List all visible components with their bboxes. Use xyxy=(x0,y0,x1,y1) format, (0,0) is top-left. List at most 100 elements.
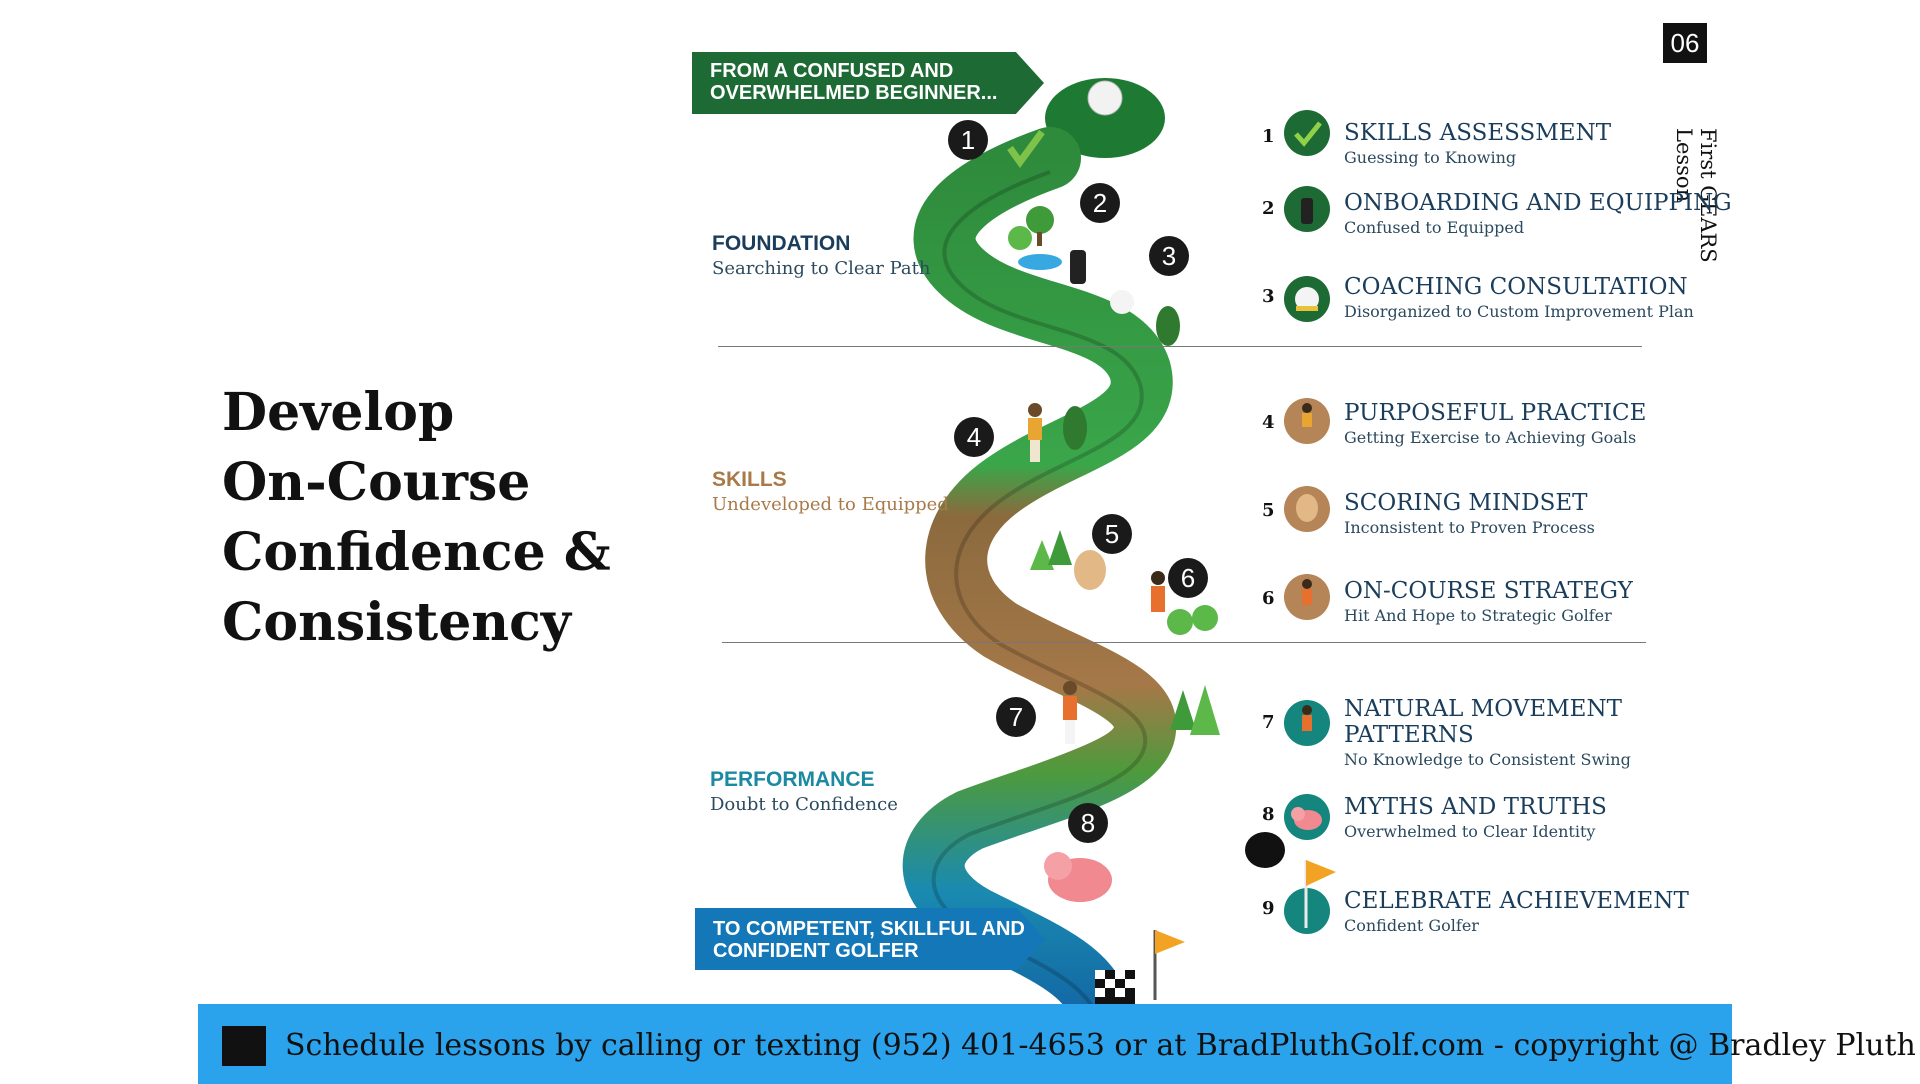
elephant-icon xyxy=(1044,852,1112,902)
headline-line: Consistency xyxy=(222,592,571,653)
path-badge: 1 xyxy=(948,120,988,160)
step-title: SCORING MINDSET xyxy=(1344,490,1588,516)
step-subtitle: Getting Exercise to Achieving Goals xyxy=(1344,428,1637,447)
golf-ball-icon xyxy=(1110,290,1134,314)
checkmark-icon xyxy=(1284,110,1330,156)
vertical-title: First GEARS Lesson xyxy=(1672,128,1720,263)
footer-bar xyxy=(198,1004,1732,1084)
pond xyxy=(1018,254,1062,270)
checkered-flag-icon xyxy=(1095,970,1135,1006)
step-title: PURPOSEFUL PRACTICE xyxy=(1344,400,1647,426)
step-item: SKILLS ASSESSMENT Guessing to Knowing xyxy=(1344,120,1611,167)
banner-start-line: FROM A CONFUSED AND xyxy=(710,60,954,82)
elephant-icon xyxy=(1284,794,1330,840)
step-item: ONBOARDING AND EQUIPPING Confused to Equ… xyxy=(1344,190,1732,237)
step-subtitle: Confused to Equipped xyxy=(1344,218,1525,237)
step-title: NATURAL MOVEMENT PATTERNS xyxy=(1344,696,1622,748)
step-number: 8 xyxy=(1262,804,1275,825)
step-subtitle: Confident Golfer xyxy=(1344,916,1479,935)
golfer-practice-icon xyxy=(1028,403,1042,462)
step-title: COACHING CONSULTATION xyxy=(1344,274,1688,300)
step-title: ON-COURSE STRATEGY xyxy=(1344,578,1633,604)
golfer-swing-icon xyxy=(1284,700,1330,746)
step-number: 5 xyxy=(1262,500,1275,521)
step-number: 1 xyxy=(1262,126,1275,147)
golf-ball-icon xyxy=(1087,80,1123,116)
phase-subtitle: Doubt to Confidence xyxy=(710,794,898,815)
phase-title: PERFORMANCE xyxy=(710,768,875,791)
phase-performance: PERFORMANCE Doubt to Confidence xyxy=(710,768,898,815)
step-item: PURPOSEFUL PRACTICE Getting Exercise to … xyxy=(1344,400,1646,447)
golfer-practice-icon xyxy=(1284,398,1330,444)
path-badge: 3 xyxy=(1149,236,1189,276)
step-title: CELEBRATE ACHIEVEMENT xyxy=(1344,888,1689,914)
step-subtitle: No Knowledge to Consistent Swing xyxy=(1344,750,1631,769)
banner-start: FROM A CONFUSED AND OVERWHELMED BEGINNER… xyxy=(692,52,1044,114)
flag-icon xyxy=(1304,860,1336,928)
step-subtitle: Hit And Hope to Strategic Golfer xyxy=(1344,606,1612,625)
step-number: 7 xyxy=(1262,712,1275,733)
tree-icon xyxy=(1167,605,1218,635)
head-mindset-icon xyxy=(1074,550,1106,590)
step-item: SCORING MINDSET Inconsistent to Proven P… xyxy=(1344,490,1595,537)
headline-line: On-Course xyxy=(222,452,531,513)
tree-icon xyxy=(1063,406,1087,450)
headline: Develop On-Course Confidence & Consisten… xyxy=(222,378,692,658)
path-badge: 2 xyxy=(1080,183,1120,223)
step-title: SKILLS ASSESSMENT xyxy=(1344,120,1612,146)
flag-icon xyxy=(1153,930,1185,1000)
step-title: ONBOARDING AND EQUIPPING xyxy=(1344,190,1732,216)
phase-subtitle: Searching to Clear Path xyxy=(712,258,931,279)
phase-subtitle: Undeveloped to Equipped xyxy=(712,494,949,515)
banner-finish-line: TO COMPETENT, SKILLFUL AND xyxy=(713,918,1025,940)
tree-icon xyxy=(1170,685,1220,735)
head-mindset-icon xyxy=(1284,486,1330,532)
step-number: 3 xyxy=(1262,286,1275,307)
phase-skills: SKILLS Undeveloped to Equipped xyxy=(712,468,949,515)
banner-finish-line: CONFIDENT GOLFER xyxy=(713,940,919,962)
section-divider xyxy=(718,346,1642,347)
step-item: NATURAL MOVEMENT PATTERNS No Knowledge t… xyxy=(1344,696,1644,769)
headline-line: Develop xyxy=(222,382,455,443)
golf-bag-icon xyxy=(1284,186,1330,232)
step-title: MYTHS AND TRUTHS xyxy=(1344,794,1607,820)
path-body xyxy=(902,127,1177,1030)
path-badge: 6 xyxy=(1168,558,1208,598)
footer-square xyxy=(222,1026,266,1066)
phase-title: FOUNDATION xyxy=(712,232,851,255)
path-badge: 5 xyxy=(1092,514,1132,554)
path-edge xyxy=(931,170,1148,1025)
path-badge: 4 xyxy=(954,417,994,457)
checkmark-icon xyxy=(1007,129,1045,168)
winding-golf-path-illustration xyxy=(902,78,1220,1030)
golf-bag-icon xyxy=(1070,250,1086,284)
footer-text: Schedule lessons by calling or texting (… xyxy=(285,1028,1916,1063)
tee-green xyxy=(1045,78,1165,158)
path-badge: 8 xyxy=(1068,803,1108,843)
golfer-strategy-icon xyxy=(1284,574,1330,620)
step-item: COACHING CONSULTATION Disorganized to Cu… xyxy=(1344,274,1694,321)
tree-icon xyxy=(1008,206,1054,250)
golfer-swing-icon xyxy=(1063,681,1077,744)
step-subtitle: Guessing to Knowing xyxy=(1344,148,1517,167)
step-number: 2 xyxy=(1262,198,1275,219)
step-number: 4 xyxy=(1262,412,1275,433)
tree-icon xyxy=(1156,306,1180,346)
phase-foundation: FOUNDATION Searching to Clear Path xyxy=(712,232,930,279)
golfer-strategy-icon xyxy=(1151,571,1165,612)
step-item: ON-COURSE STRATEGY Hit And Hope to Strat… xyxy=(1344,578,1633,625)
bullet-dot xyxy=(1245,832,1285,868)
banner-start-line: OVERWHELMED BEGINNER... xyxy=(710,82,998,104)
golf-ball-icon xyxy=(1284,276,1330,322)
step-number: 9 xyxy=(1262,898,1275,919)
step-subtitle: Inconsistent to Proven Process xyxy=(1344,518,1595,537)
section-divider xyxy=(722,642,1646,643)
step-subtitle: Overwhelmed to Clear Identity xyxy=(1344,822,1596,841)
banner-finish: TO COMPETENT, SKILLFUL AND CONFIDENT GOL… xyxy=(695,908,1045,970)
step-item: CELEBRATE ACHIEVEMENT Confident Golfer xyxy=(1344,888,1689,935)
step-number: 6 xyxy=(1262,588,1275,609)
step-subtitle: Disorganized to Custom Improvement Plan xyxy=(1344,302,1694,321)
headline-line: Confidence & xyxy=(222,522,611,583)
path-badge: 7 xyxy=(996,697,1036,737)
phase-title: SKILLS xyxy=(712,468,787,491)
